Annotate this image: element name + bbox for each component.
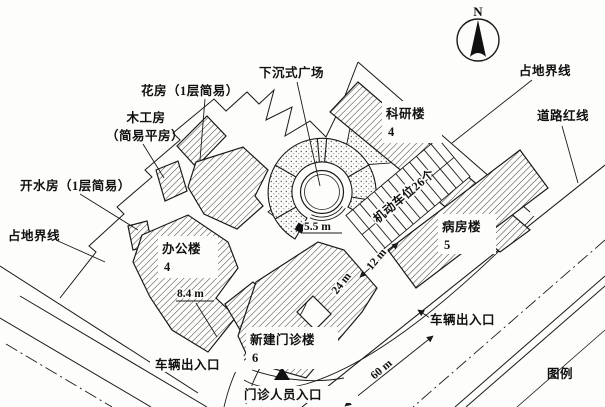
research-building-label: 科研楼 [386,106,425,121]
wood-workshop-label-1: 木工房 [125,110,165,125]
entrance-triangle-icon [274,367,290,380]
office-building-floors: 4 [164,260,171,274]
dim-office-gap: 8.4 m [177,288,204,300]
sunken-plaza-label: 下沉式广场 [259,65,324,80]
dimension-lines [176,232,434,407]
ward-building-label: 病房楼 [442,219,481,234]
leader-lines [57,79,579,362]
parking-stalls [345,137,471,255]
north-arrow: N [456,4,500,62]
site-boundary-left-label: 占地界线 [8,228,60,243]
legend-label: 图例 [547,366,573,381]
office-annex-building [187,146,269,230]
outpatient-building-floors: 6 [252,351,258,365]
north-label: N [473,4,483,19]
outpatient-building-label: 新建门诊楼 [250,332,315,347]
office-building [132,214,239,353]
office-building-label: 办公楼 [162,241,201,256]
vehicle-entrance-right-label: 车辆出入口 [430,312,495,327]
wood-workshop-building [155,160,188,202]
vehicle-entrance-left-label: 车辆出入口 [155,357,220,372]
ward-building-floors: 5 [444,238,450,252]
dim-plaza: 5.5 m [304,221,331,233]
dim-ward-gap: 12 m [364,246,389,272]
road-red-line-label: 道路红线 [537,108,589,123]
site-boundary-right-label: 占地界线 [519,63,571,78]
dim-frontage: 60 m [369,357,395,382]
flower-house-label: 花房（1层简易） [141,83,239,98]
boiler-room-label: 开水房（1层简易） [20,178,131,193]
wood-workshop-label-2: （简易平房） [106,128,184,143]
outpatient-entrance-label: 门诊人员入口 [244,387,322,402]
research-building-floors: 4 [388,125,395,139]
building-labels: 科研楼 4 病房楼 5 办公楼 4 新建门诊楼 6 [158,101,496,369]
